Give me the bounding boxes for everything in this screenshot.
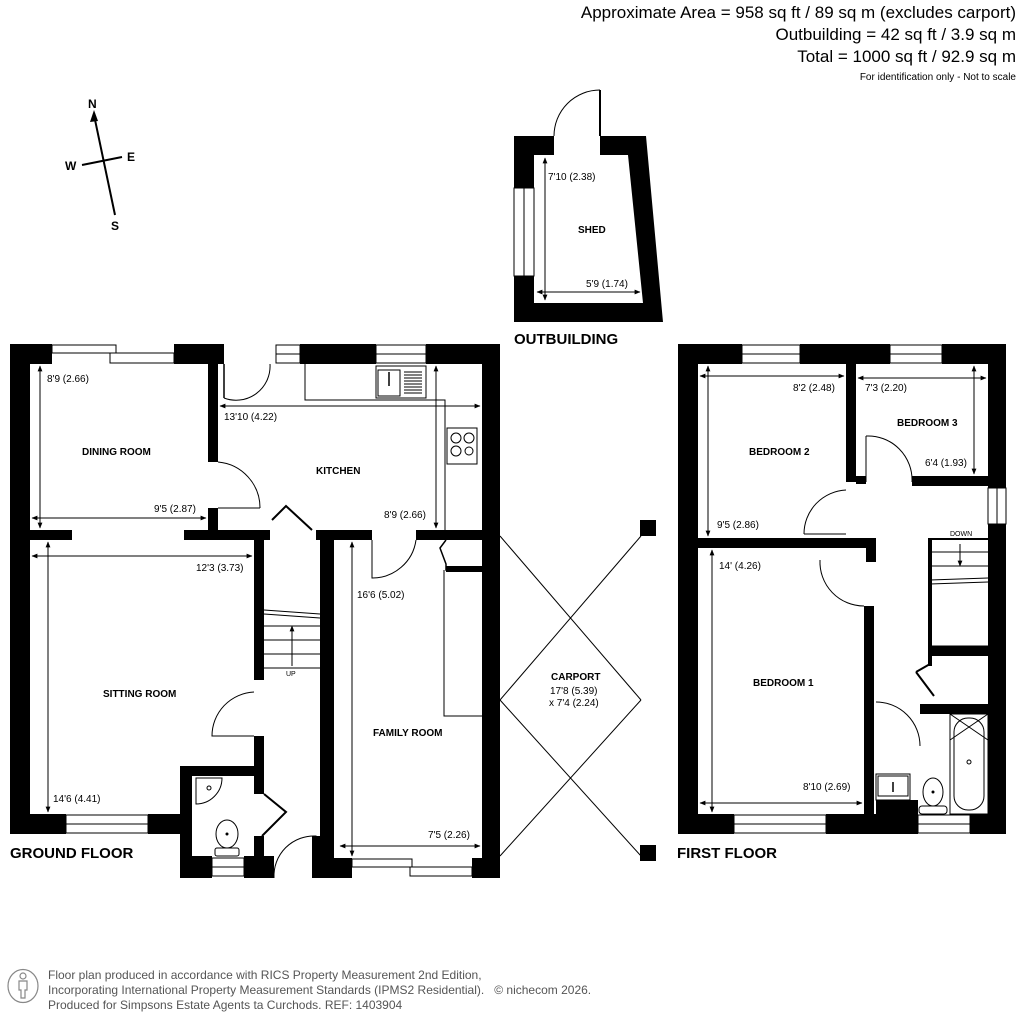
approx-area-text: Approximate Area = 958 sq ft / 89 sq m (… bbox=[580, 3, 1016, 22]
dining-room-height-dim: 8'9 (2.66) bbox=[47, 374, 89, 385]
carport-dim-width: x 7'4 (2.24) bbox=[549, 698, 599, 709]
bedroom-1-width-dim: 8'10 (2.69) bbox=[803, 782, 851, 793]
first-floor-plan: DOWN 8'2 (2.48) 9'5 (2.86) BEDROOM 2 7'3… bbox=[677, 344, 1007, 862]
family-room-width-dim: 7'5 (2.26) bbox=[428, 830, 470, 841]
bedroom-1-label: BEDROOM 1 bbox=[753, 678, 814, 689]
bedroom-2-label: BEDROOM 2 bbox=[749, 447, 810, 458]
bedroom-2-height-dim: 9'5 (2.86) bbox=[717, 520, 759, 531]
compass-north: N bbox=[88, 97, 97, 111]
sitting-room-height-dim: 14'6 (4.41) bbox=[53, 794, 101, 805]
sitting-room-width-dim: 12'3 (3.73) bbox=[196, 563, 244, 574]
sitting-room-label: SITTING ROOM bbox=[103, 689, 176, 700]
identification-note: For identification only - Not to scale bbox=[859, 72, 1016, 83]
shed-length-dim: 7'10 (2.38) bbox=[548, 172, 596, 183]
compass-east: E bbox=[127, 150, 135, 164]
outbuilding-shed: 7'10 (2.38) 5'9 (1.74) SHED OUTBUILDING bbox=[513, 89, 663, 348]
person-info-icon bbox=[7, 968, 39, 1004]
stairs-down-label: DOWN bbox=[950, 531, 972, 538]
bedroom-2-width-dim: 8'2 (2.48) bbox=[793, 383, 835, 394]
ground-floor-plan: UP bbox=[10, 344, 500, 879]
footer-line-1: Floor plan produced in accordance with R… bbox=[48, 968, 482, 982]
carport-dim-length: 17'8 (5.39) bbox=[550, 686, 598, 697]
carport-label: CARPORT bbox=[551, 672, 600, 683]
footer-line-3: Produced for Simpsons Estate Agents ta C… bbox=[48, 998, 403, 1012]
first-floor-label: FIRST FLOOR bbox=[677, 845, 777, 862]
floor-plan-drawing: N W E S 7'10 (2.38) 5'9 (1.74) SHED OUTB… bbox=[10, 89, 1007, 879]
shed-width-dim: 5'9 (1.74) bbox=[586, 279, 628, 290]
footer: Floor plan produced in accordance with R… bbox=[6, 968, 591, 1013]
outbuilding-area-text: Outbuilding = 42 sq ft / 3.9 sq m bbox=[775, 25, 1017, 44]
compass-icon: N W E S bbox=[65, 97, 135, 233]
shed-label: SHED bbox=[578, 225, 606, 236]
carport: CARPORT 17'8 (5.39) x 7'4 (2.24) bbox=[499, 520, 656, 861]
family-room-label: FAMILY ROOM bbox=[373, 728, 442, 739]
kitchen-height-dim: 8'9 (2.66) bbox=[384, 510, 426, 521]
bedroom-1-height-dim: 14' (4.26) bbox=[719, 561, 761, 572]
footer-copyright: © nichecom 2026. bbox=[494, 983, 592, 997]
kitchen-label: KITCHEN bbox=[316, 466, 360, 477]
family-room-height-dim: 16'6 (5.02) bbox=[357, 590, 405, 601]
outbuilding-label: OUTBUILDING bbox=[514, 331, 618, 348]
bedroom-3-height-dim: 6'4 (1.93) bbox=[925, 458, 967, 469]
kitchen-width-dim: 13'10 (4.22) bbox=[224, 412, 277, 423]
ground-floor-label: GROUND FLOOR bbox=[10, 845, 133, 862]
total-area-text: Total = 1000 sq ft / 92.9 sq m bbox=[797, 47, 1016, 66]
compass-west: W bbox=[65, 159, 77, 173]
bedroom-3-label: BEDROOM 3 bbox=[897, 418, 958, 429]
bedroom-3-width-dim: 7'3 (2.20) bbox=[865, 383, 907, 394]
compass-south: S bbox=[111, 219, 119, 233]
area-summary: Approximate Area = 958 sq ft / 89 sq m (… bbox=[581, 2, 1016, 86]
dining-room-label: DINING ROOM bbox=[82, 447, 151, 458]
stairs-up-label: UP bbox=[286, 671, 296, 678]
footer-line-2: Incorporating International Property Mea… bbox=[48, 983, 485, 997]
dining-room-width-dim: 9'5 (2.87) bbox=[154, 504, 196, 515]
